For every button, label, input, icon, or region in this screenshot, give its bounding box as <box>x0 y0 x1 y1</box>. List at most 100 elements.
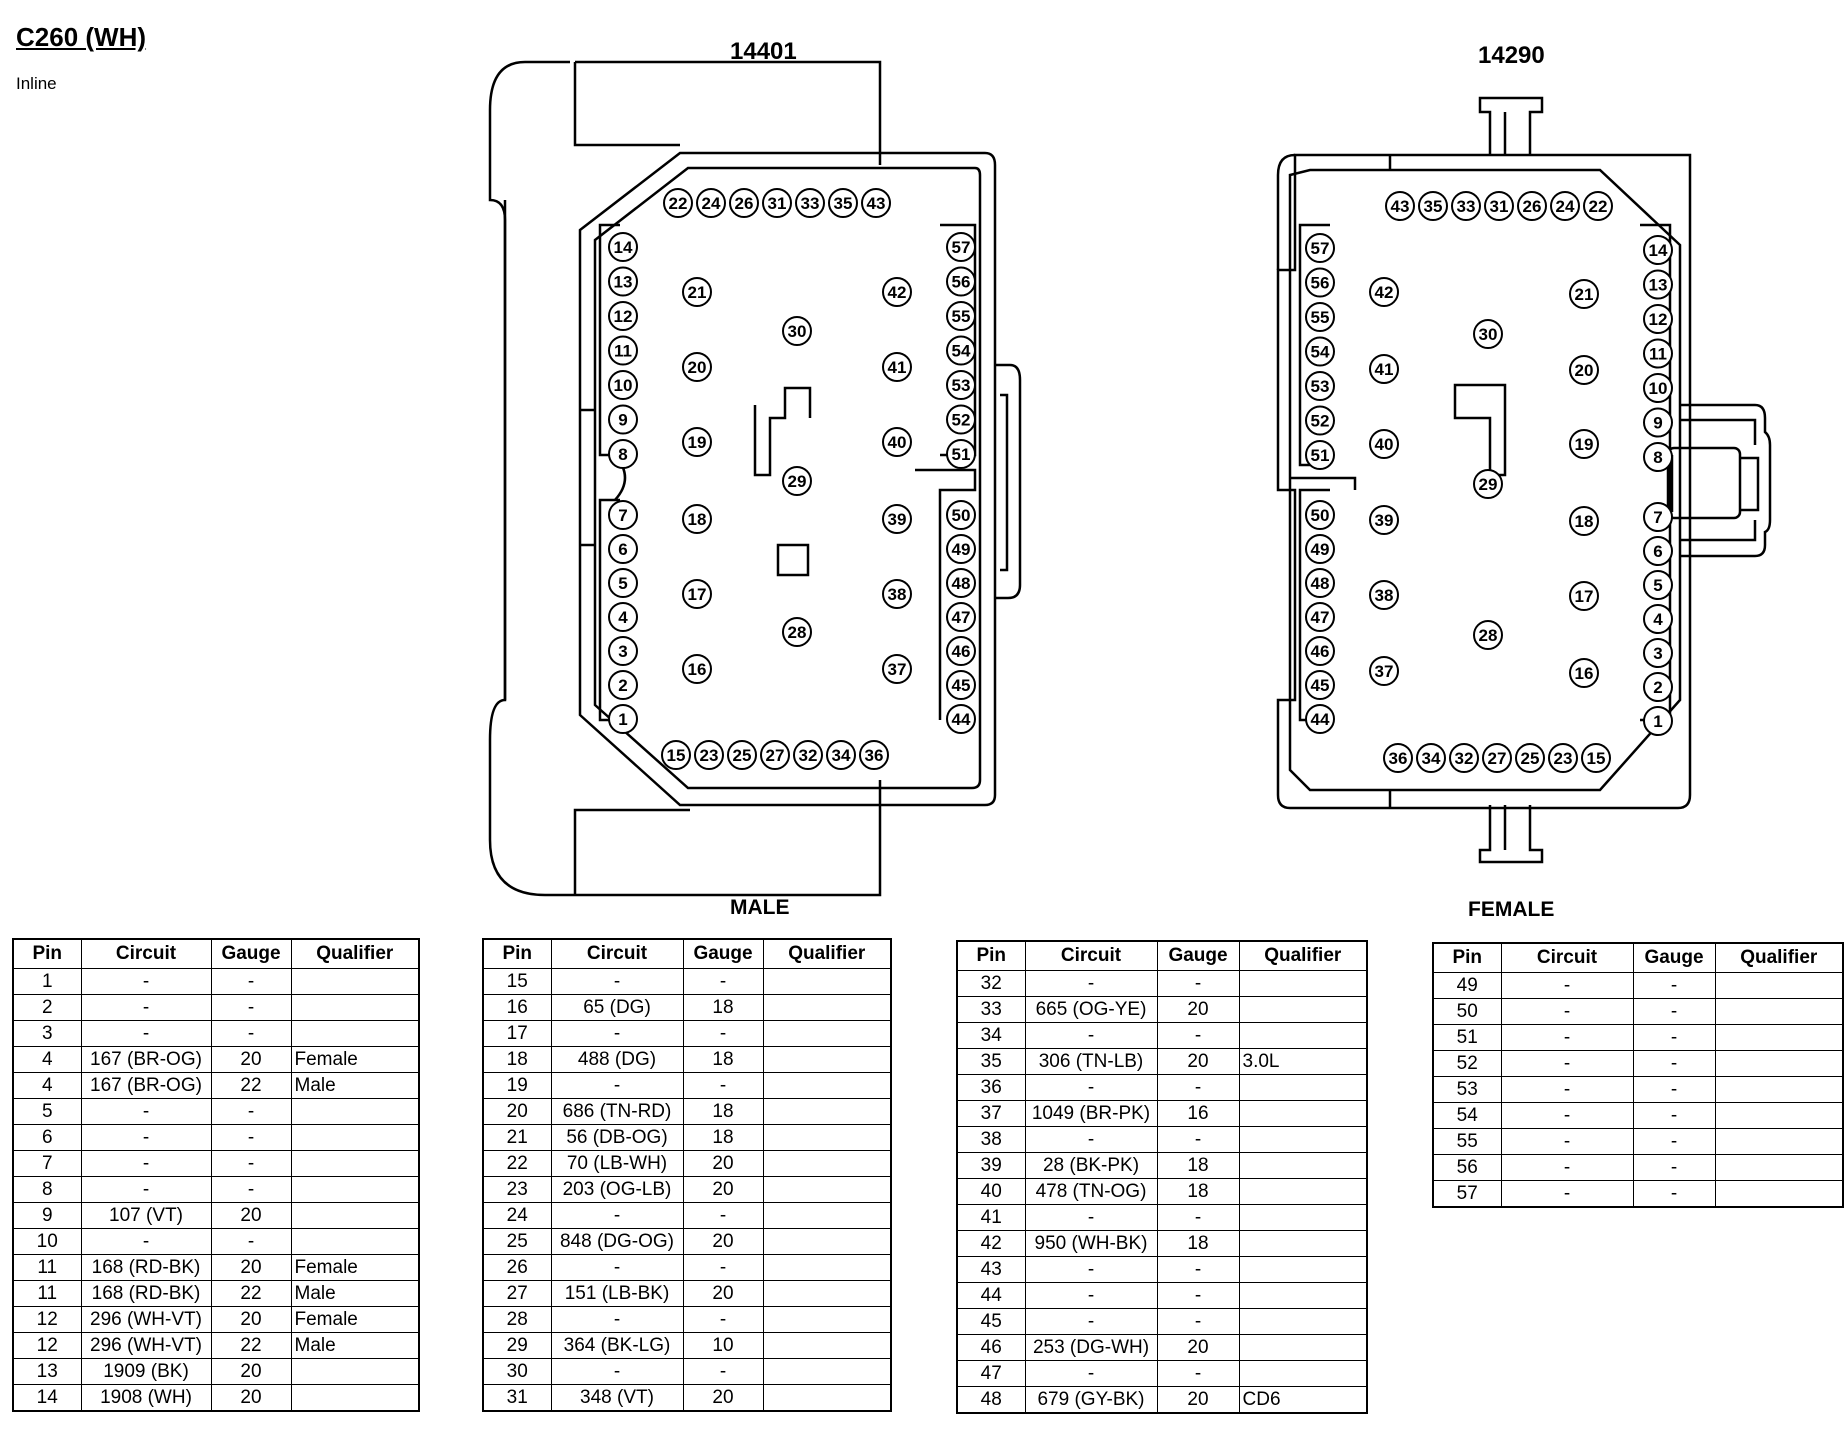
pin-31: 31 <box>1484 191 1514 221</box>
pin-cell: 8 <box>12 1176 82 1203</box>
svg-text:56: 56 <box>952 273 971 292</box>
pin-cell: 12 <box>12 1306 82 1333</box>
circuit-cell: - <box>80 1228 212 1255</box>
circuit-cell: - <box>1024 1256 1158 1283</box>
qualifier-cell <box>290 1150 420 1177</box>
pin-42: 42 <box>882 277 912 307</box>
qualifier-cell <box>290 994 420 1021</box>
svg-text:27: 27 <box>1488 749 1507 768</box>
pin-cell: 49 <box>1432 972 1502 999</box>
gauge-cell: - <box>1156 1360 1240 1387</box>
pin-table-4: Pin Circuit Gauge Qualifier 49--50--51--… <box>1432 942 1844 1208</box>
circuit-cell: - <box>1024 970 1158 997</box>
svg-text:50: 50 <box>1311 506 1330 525</box>
qualifier-cell <box>290 1020 420 1047</box>
table-row: 19-- <box>482 1072 892 1099</box>
pin-23: 23 <box>694 740 724 770</box>
svg-text:33: 33 <box>801 194 820 213</box>
svg-text:14: 14 <box>614 238 633 257</box>
gauge-cell: 18 <box>1156 1178 1240 1205</box>
pin-36: 36 <box>859 740 889 770</box>
svg-text:38: 38 <box>1375 586 1394 605</box>
col-header-circuit: Circuit <box>550 938 684 969</box>
gauge-cell: - <box>682 1072 764 1099</box>
qualifier-cell: Male <box>290 1332 420 1359</box>
svg-text:2: 2 <box>618 676 627 695</box>
table-row: 56-- <box>1432 1154 1844 1181</box>
circuit-cell: 1049 (BR-PK) <box>1024 1100 1158 1127</box>
pin-cell: 12 <box>12 1332 82 1359</box>
pin-23: 23 <box>1548 743 1578 773</box>
qualifier-cell <box>290 968 420 995</box>
circuit-cell: 253 (DG-WH) <box>1024 1334 1158 1361</box>
pin-54: 54 <box>1305 336 1335 367</box>
svg-text:22: 22 <box>1589 197 1608 216</box>
col-header-gauge: Gauge <box>682 938 764 969</box>
svg-text:31: 31 <box>1490 197 1509 216</box>
pin-47: 47 <box>946 602 976 632</box>
pin-28: 28 <box>1473 620 1503 650</box>
qualifier-cell: Female <box>290 1254 420 1281</box>
svg-text:54: 54 <box>1311 343 1330 362</box>
col-header-qualifier: Qualifier <box>762 938 892 969</box>
table-row: 32-- <box>956 970 1368 997</box>
pin-46: 46 <box>946 636 976 666</box>
qualifier-cell <box>1238 1074 1368 1101</box>
circuit-cell: - <box>1500 1050 1634 1077</box>
gauge-cell: 20 <box>1156 1386 1240 1414</box>
pin-cell: 42 <box>956 1230 1026 1257</box>
table-row: 52-- <box>1432 1050 1844 1077</box>
table-row: 50-- <box>1432 998 1844 1025</box>
pin-14: 14 <box>1643 235 1673 265</box>
connector-subtitle: Inline <box>16 74 57 93</box>
qualifier-cell <box>290 1124 420 1151</box>
gauge-cell: - <box>1632 1128 1716 1155</box>
svg-text:48: 48 <box>1311 574 1330 593</box>
svg-text:44: 44 <box>952 710 971 729</box>
svg-text:22: 22 <box>669 194 688 213</box>
qualifier-cell <box>1238 1282 1368 1309</box>
qualifier-cell <box>1238 1256 1368 1283</box>
pin-48: 48 <box>1305 568 1335 598</box>
pin-57: 57 <box>1305 233 1335 263</box>
pin-7: 7 <box>608 500 638 530</box>
pin-cell: 29 <box>482 1332 552 1359</box>
circuit-cell: - <box>80 994 212 1021</box>
table-row: 45-- <box>956 1308 1368 1335</box>
qualifier-cell <box>1714 972 1844 999</box>
pin-14: 14 <box>608 232 638 262</box>
table-row: 51-- <box>1432 1024 1844 1051</box>
qualifier-cell <box>762 1046 892 1073</box>
svg-text:5: 5 <box>618 574 627 593</box>
qualifier-cell <box>1238 1178 1368 1205</box>
pin-9: 9 <box>1643 407 1673 438</box>
pin-20: 20 <box>1569 355 1599 385</box>
svg-text:57: 57 <box>1311 239 1330 258</box>
pin-3: 3 <box>1643 638 1673 668</box>
pin-cell: 55 <box>1432 1128 1502 1155</box>
qualifier-cell <box>1714 1024 1844 1051</box>
svg-text:41: 41 <box>888 358 907 377</box>
table-row: 8-- <box>12 1176 420 1203</box>
pin-cell: 11 <box>12 1280 82 1307</box>
svg-text:23: 23 <box>1554 749 1573 768</box>
svg-text:26: 26 <box>735 194 754 213</box>
svg-text:53: 53 <box>952 376 971 395</box>
table-row: 26-- <box>482 1254 892 1281</box>
pin-cell: 10 <box>12 1228 82 1255</box>
qualifier-cell <box>762 1254 892 1281</box>
svg-text:36: 36 <box>865 746 884 765</box>
svg-text:20: 20 <box>688 358 707 377</box>
pin-18: 18 <box>1569 506 1599 536</box>
pin-cell: 24 <box>482 1202 552 1229</box>
gauge-cell: - <box>682 1202 764 1229</box>
svg-text:25: 25 <box>733 746 752 765</box>
pin-cell: 15 <box>482 968 552 995</box>
pin-cell: 35 <box>956 1048 1026 1075</box>
pin-cell: 39 <box>956 1152 1026 1179</box>
